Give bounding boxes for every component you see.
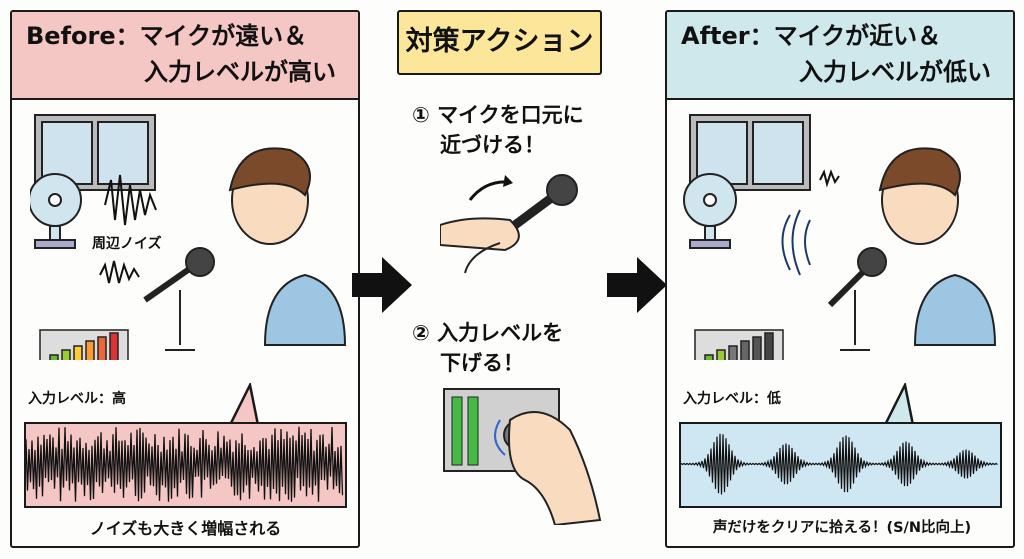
microphone-icon bbox=[827, 247, 887, 351]
before-title-line1: Before：マイクが遠い＆ bbox=[26, 22, 308, 50]
fan-icon bbox=[683, 173, 737, 249]
after-header: After：マイクが近い＆ 入力レベルが低い bbox=[667, 12, 1013, 100]
after-title-line1: After：マイクが近い＆ bbox=[681, 22, 942, 50]
step2-line1: ② 入力レベルを bbox=[412, 321, 564, 345]
window-icon bbox=[689, 114, 811, 191]
arrow-right-icon bbox=[607, 257, 667, 313]
after-scene-illustration bbox=[683, 114, 997, 360]
after-waveform-box bbox=[679, 422, 1002, 508]
after-callout-tail bbox=[883, 383, 915, 425]
after-level-label: 入力レベル：低 bbox=[683, 391, 781, 407]
person-icon bbox=[878, 147, 997, 346]
arrow-right-icon bbox=[352, 257, 412, 313]
clean-waveform bbox=[681, 433, 998, 495]
step1-text: ① マイクを口元に 近づける！ bbox=[412, 100, 584, 160]
before-scene-illustration bbox=[30, 114, 347, 360]
step1-line1: ① マイクを口元に bbox=[412, 103, 584, 127]
gain-knob-illustration bbox=[443, 388, 602, 525]
noise-scribble bbox=[104, 174, 157, 226]
after-title-line2: 入力レベルが低い bbox=[799, 58, 991, 86]
before-title-line2: 入力レベルが高い bbox=[144, 58, 336, 86]
before-callout-tail bbox=[228, 383, 260, 425]
noisy-waveform-line bbox=[26, 426, 344, 502]
person-icon bbox=[228, 147, 347, 346]
step2-text: ② 入力レベルを 下げる！ bbox=[412, 318, 563, 378]
level-meter-low-icon bbox=[694, 329, 784, 360]
step1-line2: 近づける！ bbox=[440, 133, 545, 157]
clean-waveform-line bbox=[681, 433, 998, 495]
microphone-icon bbox=[143, 247, 215, 351]
fan-icon bbox=[30, 173, 82, 249]
before-header: Before：マイクが遠い＆ 入力レベルが高い bbox=[12, 12, 358, 100]
noise-label: 周辺ノイズ bbox=[92, 236, 162, 252]
step2-line2: 下げる！ bbox=[440, 351, 524, 375]
level-meter-high-icon bbox=[39, 329, 129, 360]
noisy-waveform bbox=[26, 426, 344, 502]
after-caption: 声だけをクリアに拾える！(S/N比向上) bbox=[712, 520, 972, 536]
before-panel: Before：マイクが遠い＆ 入力レベルが高い bbox=[10, 10, 360, 548]
before-level-label: 入力レベル：高 bbox=[28, 391, 126, 407]
hand-holding-mic-illustration bbox=[440, 174, 578, 274]
action-title: 対策アクション bbox=[397, 10, 602, 75]
after-panel: After：マイクが近い＆ 入力レベルが低い bbox=[665, 10, 1015, 548]
before-caption: ノイズも大きく増幅される bbox=[89, 519, 282, 538]
before-waveform-box bbox=[24, 422, 347, 508]
